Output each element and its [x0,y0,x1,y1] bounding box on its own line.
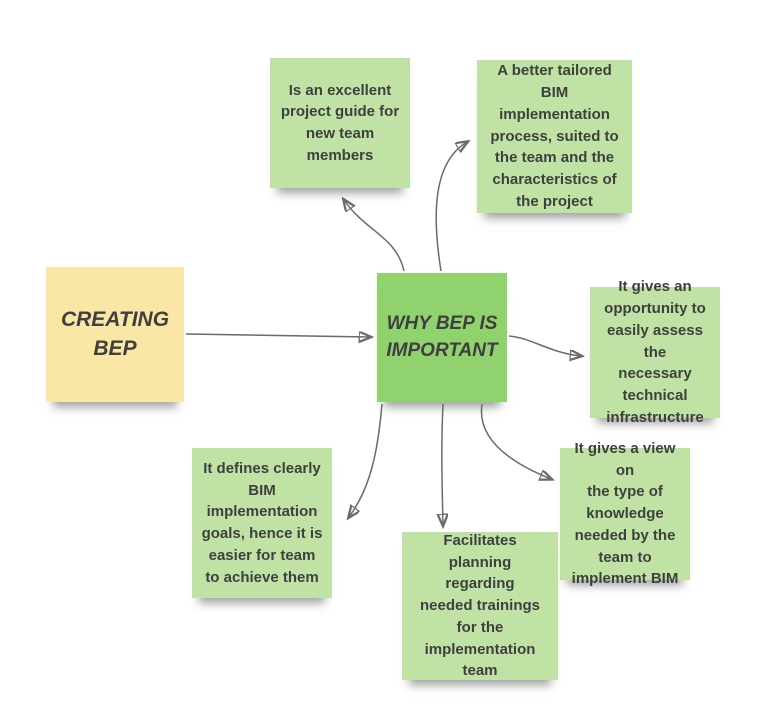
note-assess-infrastructure: It gives an opportunity to easily assess… [590,278,720,426]
note-tailored-process: A better tailored BIM implementation pro… [477,60,632,213]
note-why-bep-is-important: WHY BEP IS IMPORTANT [377,273,507,402]
note-clear-goals: It defines clearly BIM implementation go… [192,448,332,598]
arrow-hub-to-bottom-right [480,403,551,479]
arrow-hub-to-bottom-center [442,403,443,525]
note-creating-bep: CREATING BEP [46,267,184,402]
arrow-hub-to-top-right [435,142,467,272]
note-project-guide: Is an excellent project guide for new te… [270,58,410,188]
arrow-root-to-hub [185,334,370,337]
arrow-hub-to-right [508,335,581,356]
arrow-hub-to-bottom-left [349,403,383,517]
note-knowledge-view: It gives a view on the type of knowledge… [560,440,690,587]
note-training-planning: Facilitates planning regarding needed tr… [402,532,558,680]
arrow-hub-to-top-left [344,200,405,272]
